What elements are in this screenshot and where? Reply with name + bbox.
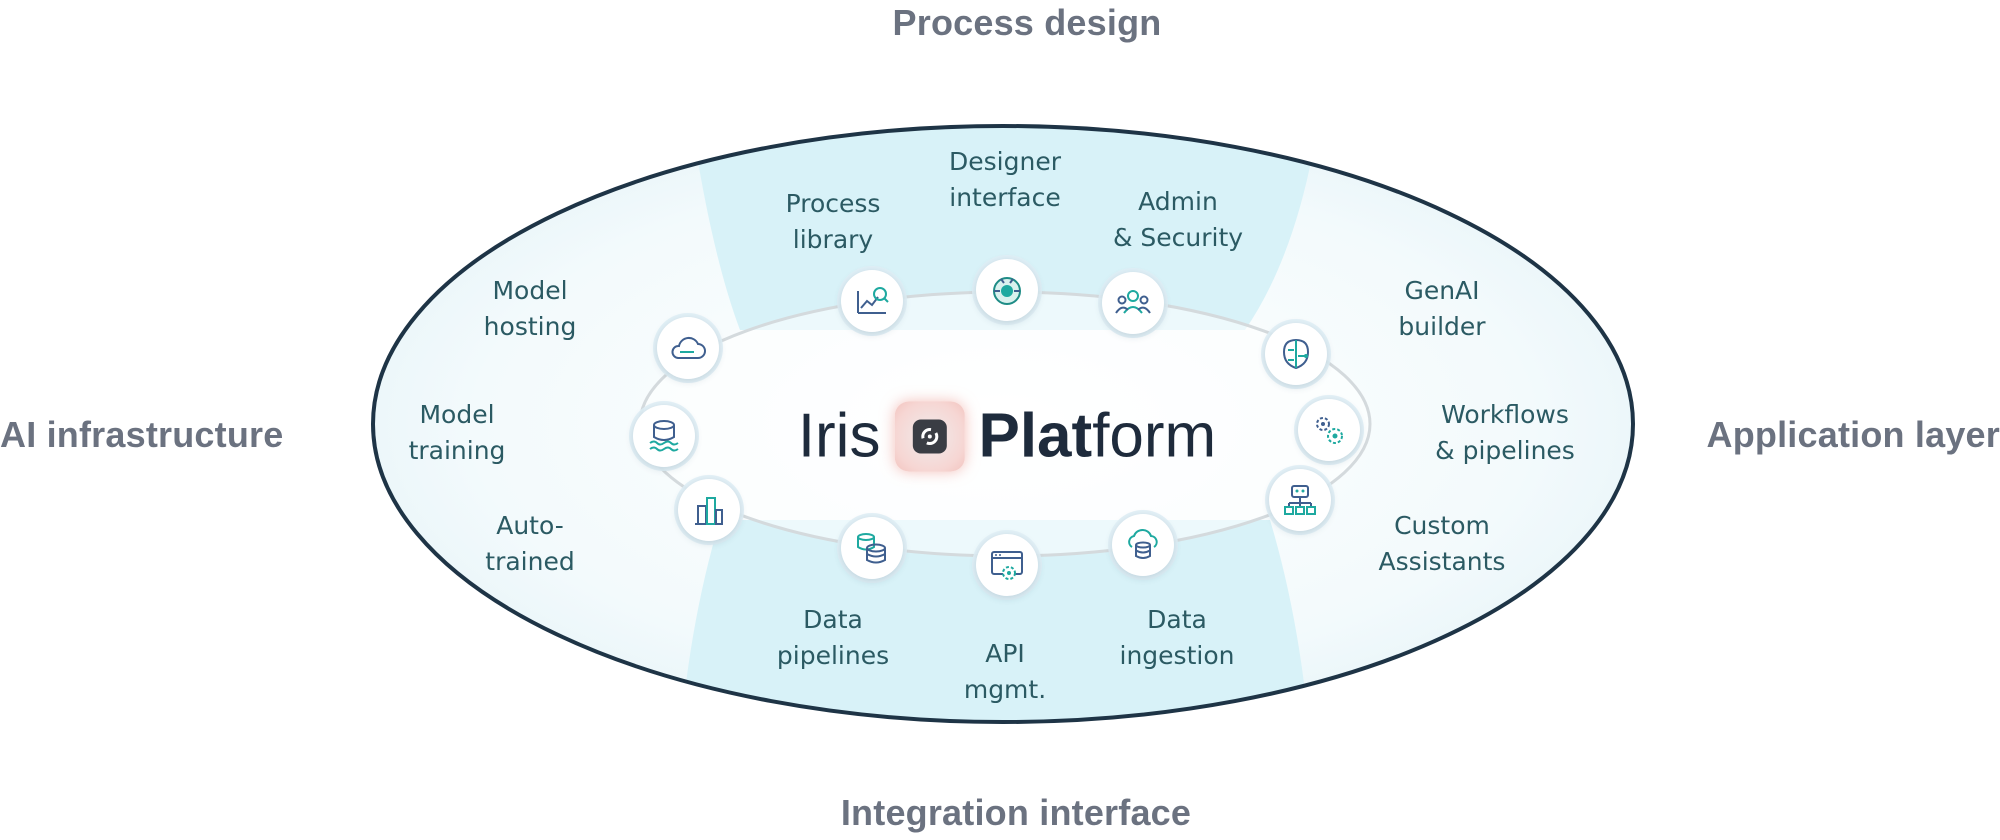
quadrant-label-top: Process design — [892, 2, 1162, 43]
browser-gear-icon — [976, 534, 1038, 596]
cloud-icon — [657, 317, 719, 379]
brain-circuit-icon — [1265, 323, 1327, 385]
database-stack-icon — [841, 517, 903, 579]
chart-search-icon — [841, 270, 903, 332]
cloud-database-icon — [1112, 514, 1174, 576]
bottom-highlight-band — [680, 520, 1310, 722]
gears-icon — [1298, 399, 1360, 461]
platform-logo-icon — [894, 401, 965, 471]
bug-badge-icon — [976, 259, 1038, 321]
quadrant-label-left: AI infrastructure — [0, 414, 284, 455]
brand-word-iris: Iris — [797, 401, 881, 471]
quadrant-label-right: Application layer — [1706, 414, 2000, 455]
brand-word-form: form — [1092, 401, 1217, 471]
buildings-icon — [678, 479, 740, 541]
label-admin-security: Admin& Security — [1112, 187, 1244, 252]
label-workflows-pipelines: Workflows& pipelines — [1435, 400, 1575, 465]
outer-ellipse-outline — [371, 124, 1635, 724]
label-auto-trained: Auto-trained — [485, 511, 575, 576]
robot-icon — [1269, 469, 1331, 531]
database-waves-icon — [633, 405, 695, 467]
quadrant-label-bottom: Integration interface — [840, 792, 1192, 833]
users-shield-icon — [1102, 272, 1164, 334]
top-highlight-band — [690, 126, 1320, 330]
brand-word-plat: Plat — [978, 401, 1093, 471]
